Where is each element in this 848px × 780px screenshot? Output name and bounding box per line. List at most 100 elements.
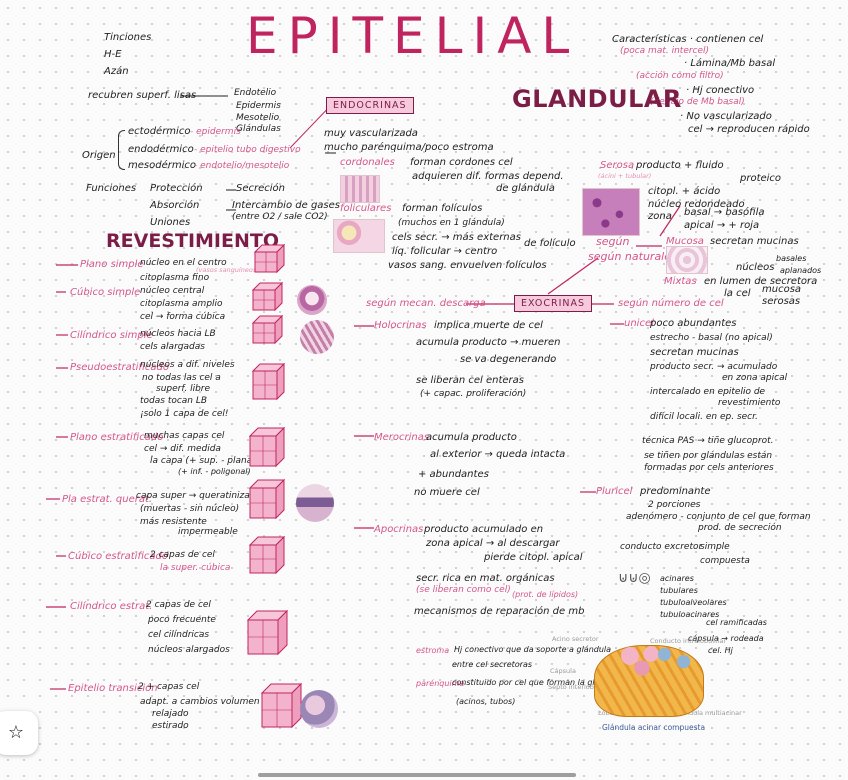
recubren-epidermis: Epidermis bbox=[236, 101, 281, 111]
pluri-estroma: estroma bbox=[416, 646, 449, 655]
rev-r2b: citoplasma amplio bbox=[140, 299, 223, 309]
endo-fol-d: líq. folicular → centro bbox=[392, 246, 497, 258]
tinciones-azan: Azán bbox=[104, 66, 129, 78]
mero-a: acumula producto bbox=[426, 432, 517, 444]
pluri-g: compuesta bbox=[700, 556, 750, 566]
funciones-absorcion: Absorción bbox=[150, 200, 199, 212]
origen-brace bbox=[118, 130, 125, 170]
pluricel-label: Pluricel bbox=[596, 486, 632, 498]
rev-r4b: no todas las cel a bbox=[142, 373, 221, 383]
pluri-l: cel ramificadas bbox=[706, 618, 767, 627]
cube-transicion bbox=[262, 693, 292, 727]
rev-r5c: la capa (+ sup. - planas) bbox=[150, 456, 260, 466]
gland-ducts bbox=[650, 640, 698, 676]
uni-j: se tiñen por glándulas están bbox=[644, 451, 772, 461]
micrograph-queratinizado bbox=[296, 484, 334, 522]
pluri-b: 2 porciones bbox=[648, 500, 700, 510]
apo-c: pierde citopl. apical bbox=[484, 552, 583, 564]
endo-fol-e: de folículo bbox=[524, 238, 576, 250]
endo-fol-f: vasos sang. envuelven folículos bbox=[388, 260, 547, 272]
rev-r2c: cel → forma cúbica bbox=[140, 312, 225, 322]
pluri-cel-hj: cel. Hj bbox=[708, 646, 733, 655]
micrograph-transicion bbox=[300, 690, 338, 728]
holo-d: se liberan cel enteras bbox=[416, 375, 524, 387]
rev-r9a: 2 + capas cel bbox=[138, 682, 199, 692]
origen-label: Origen bbox=[82, 150, 116, 162]
mero-d: no muere cel bbox=[414, 487, 480, 499]
endo-b: mucho parénquima/poco estroma bbox=[324, 142, 494, 154]
rev-r4d: todas tocan LB bbox=[140, 396, 207, 406]
apo-b: zona apical → al descargar bbox=[426, 538, 560, 550]
endo-cord-c: de glándula bbox=[496, 183, 555, 195]
serosa-a: producto + fluido bbox=[636, 160, 724, 172]
endo-fol-a: forman folículos bbox=[402, 203, 482, 215]
horizontal-scrollbar[interactable] bbox=[258, 773, 576, 777]
mucosa-d: aplanados bbox=[780, 266, 821, 275]
pluri-e: conducto excretor bbox=[620, 542, 702, 552]
cube-cilindrico-estratificado bbox=[248, 620, 278, 654]
origen-ecto-note: - epidermis bbox=[190, 127, 241, 137]
endo-a: muy vascularizada bbox=[324, 128, 418, 140]
pluri-h: acinares bbox=[660, 574, 694, 583]
rev-cubico-simple: Cúbico simple bbox=[70, 287, 140, 299]
rev-plano-simple: Plano simple bbox=[80, 259, 144, 271]
endo-fol-b: (muchos en 1 glándula) bbox=[398, 218, 505, 228]
serosa-image bbox=[582, 188, 640, 236]
segun-numero-cel: según número de cel bbox=[618, 298, 724, 310]
holo-e: (+ capac. proliferación) bbox=[420, 389, 526, 399]
tinciones-he: H-E bbox=[104, 49, 121, 61]
mucosa-c: basales bbox=[776, 254, 806, 263]
diagram-label-1: Acino secretor bbox=[552, 636, 599, 643]
uni-d: producto secr. → acumulado bbox=[650, 362, 777, 372]
glandular-heading: GLANDULAR bbox=[512, 86, 682, 114]
recubren-glandulas: Glándulas bbox=[236, 124, 281, 134]
micrograph-cubico bbox=[297, 285, 327, 315]
rev-r8d: núcleos alargados bbox=[148, 645, 230, 655]
rev-r8a: 2 capas de cel bbox=[146, 600, 211, 610]
pluri-i: tubulares bbox=[660, 586, 698, 595]
rev-r6b: (muertas - sin núcleo) bbox=[140, 504, 239, 514]
rev-r6d: impermeable bbox=[178, 527, 238, 537]
serosa-b: proteico bbox=[740, 173, 781, 185]
endo-cord-a: forman cordones cel bbox=[410, 157, 513, 169]
caract-note2: (acción como filtro) bbox=[636, 71, 724, 81]
rev-cilindrico-estrat: Cilíndrico estrat. bbox=[70, 601, 152, 613]
foliculares-image bbox=[333, 219, 385, 253]
serosa-c: citopl. + ácido bbox=[648, 186, 720, 198]
cube-plano-queratinizado bbox=[250, 488, 276, 518]
caract-lamina: · Lámina/Mb basal bbox=[684, 58, 775, 70]
pluri-acinos: (acinos, tubos) bbox=[456, 697, 515, 706]
tinciones-label: Tinciones bbox=[104, 32, 151, 44]
endo-cordonales: cordonales bbox=[340, 157, 395, 169]
funciones-label: Funciones bbox=[86, 183, 136, 195]
recubren-label: recubren superf. lisas bbox=[88, 90, 196, 102]
rev-r6a: capa super → queratinizadas bbox=[136, 491, 266, 501]
caract-note1: (poca mat. intercel) bbox=[620, 46, 709, 56]
diagram-caption: Glándula acinar compuesta bbox=[602, 724, 705, 733]
origen-endo: endodérmico bbox=[128, 144, 194, 156]
holo-c: se va degenerando bbox=[460, 354, 556, 366]
pluri-d: prod. de secreción bbox=[698, 523, 782, 533]
holocrinas-label: Holocrinas bbox=[374, 320, 427, 332]
diagram-label-3: Cápsula bbox=[550, 668, 576, 675]
rev-r4a: núcleos a dif. niveles bbox=[140, 360, 235, 370]
rev-r3a: núcleos hacia LB bbox=[140, 329, 216, 339]
uni-b: estrecho - basal (no apical) bbox=[650, 333, 773, 343]
apo-g: mecanismos de reparación de mb bbox=[414, 606, 584, 618]
mucosa-g: mucosa bbox=[762, 284, 801, 296]
origen-endo-note: - epitelio tubo digestivo bbox=[194, 145, 301, 155]
holo-b: acumula producto → mueren bbox=[416, 337, 561, 349]
origen-ecto: ectodérmico bbox=[128, 126, 190, 138]
caract-vasc: · No vascularizado bbox=[680, 111, 772, 123]
serosa-label: Serosa bbox=[600, 160, 634, 172]
serosa-note: (ácini + tubular) bbox=[598, 173, 651, 180]
rev-r2a: núcleo central bbox=[140, 286, 204, 296]
recubren-endotelio: Endotelio bbox=[234, 88, 276, 98]
merocrinas-label: Merocrinas bbox=[374, 432, 429, 444]
pluri-c: adenómero - conjunto de cel que forman bbox=[626, 512, 811, 522]
cube-cubico-estratificado bbox=[250, 545, 276, 573]
rev-r4c: superf. libre bbox=[156, 384, 210, 394]
star-button[interactable]: ☆ bbox=[0, 711, 38, 755]
uni-e: en zona apical bbox=[722, 373, 787, 383]
pluri-a: predominante bbox=[640, 486, 710, 498]
